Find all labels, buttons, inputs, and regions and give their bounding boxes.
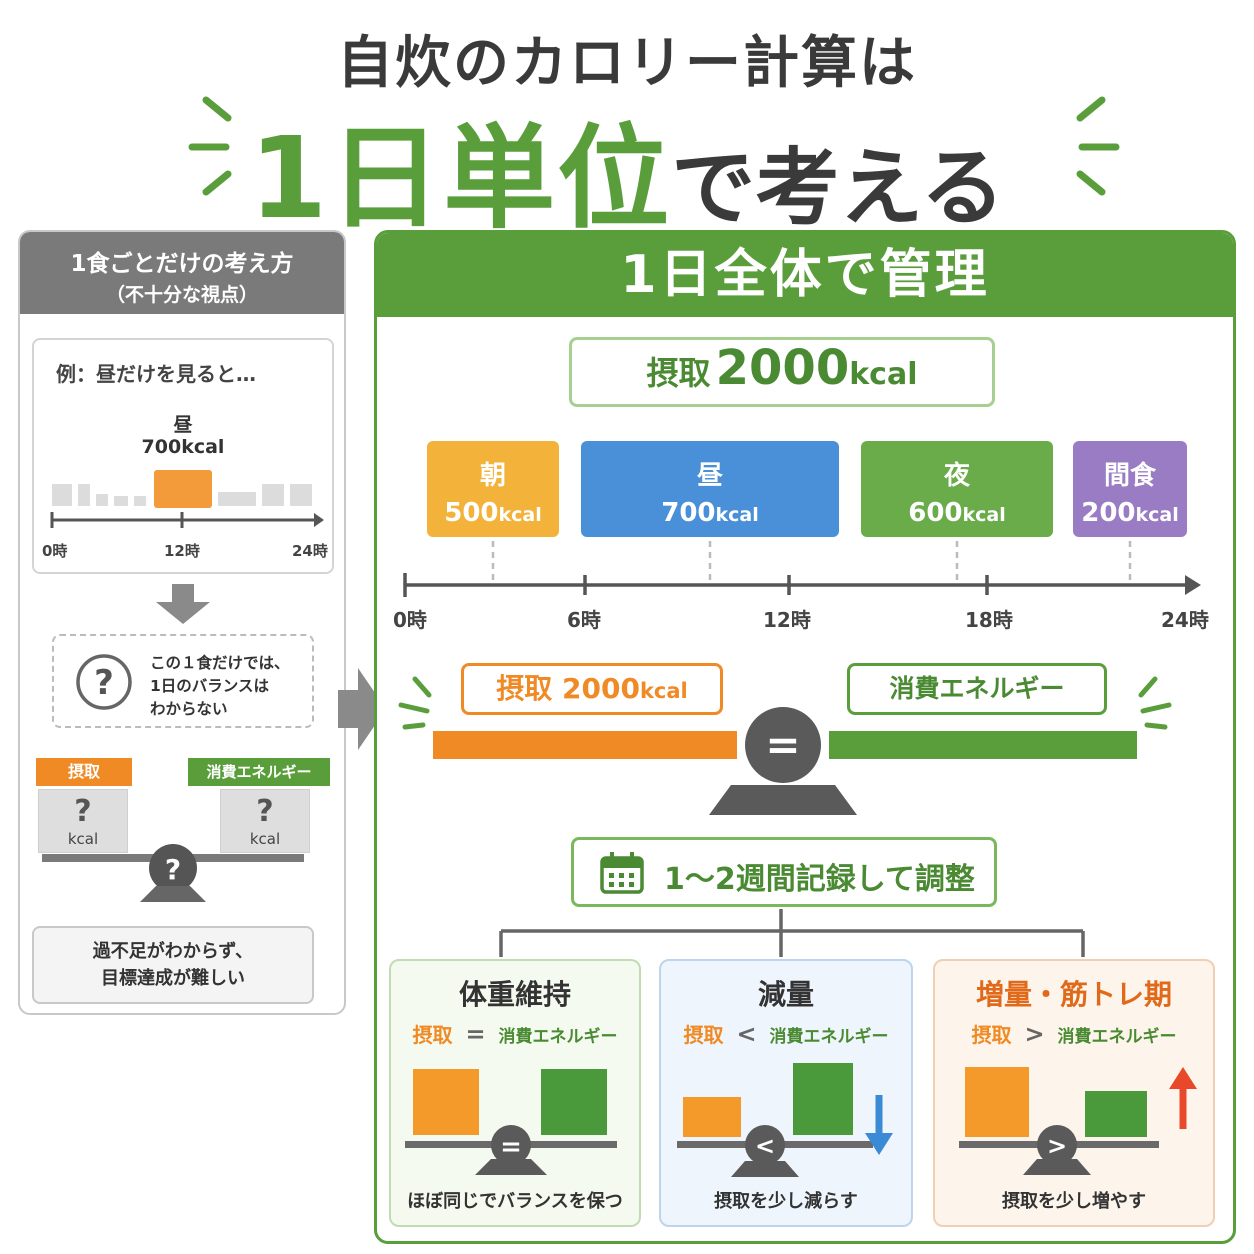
card-gain: 増量・筋トレ期 摂取 > 消費エネルギー > 摂取を少し増やす — [933, 959, 1215, 1227]
day-timeline: 0時 6時 12時 18時 24時 — [393, 541, 1209, 632]
daily-intake-box: 摂取 2000kcal — [569, 337, 995, 407]
card-maintain: 体重維持 摂取 = 消費エネルギー = ほぼ同じでバランスを保つ — [389, 959, 641, 1227]
meal-lunch: 昼 700kcal — [581, 441, 839, 537]
question-circle-icon: ? — [76, 654, 132, 710]
meal-breakfast: 朝 500kcal — [427, 441, 559, 537]
tl-18: 18時 — [965, 608, 1013, 632]
balance-scale: = — [433, 707, 1137, 815]
balance-expenditure-bar — [829, 731, 1137, 759]
title-rest: で考える — [671, 139, 1005, 237]
balance-sparkle-right-icon — [1138, 676, 1172, 730]
left-scale-icon: ? — [42, 844, 304, 902]
title-sparkle-right-icon — [1076, 96, 1120, 196]
left-header-line2: （不十分な視点） — [105, 284, 258, 306]
daily-intake-value: 2000 — [715, 340, 850, 396]
meal-snack: 間食 200kcal — [1073, 441, 1187, 537]
connector-lines — [499, 909, 1085, 957]
svg-text:<: < — [755, 1132, 775, 1160]
gain-scale-icon: > — [959, 1067, 1197, 1175]
svg-text:=: = — [765, 720, 800, 769]
question-box: ? この１食だけでは、 1日のバランスは わからない — [52, 634, 314, 728]
balance-intake-bar — [433, 731, 737, 759]
left-panel: 1食ごとだけの考え方 （不十分な視点） 例：昼だけを見ると… 昼 700kcal… — [18, 230, 346, 1015]
tl-0: 0時 — [393, 608, 427, 632]
lunch-bar — [154, 470, 212, 508]
down-blue-arrow-icon — [865, 1133, 893, 1155]
left-intake-tag: 摂取 — [36, 758, 132, 786]
example-lunch-label: 昼 — [173, 414, 193, 436]
tl-24: 24時 — [1161, 608, 1209, 632]
title-highlight: 1日単位 — [249, 114, 672, 244]
meal-dinner: 夜 600kcal — [861, 441, 1053, 537]
ex-axis-12: 12時 — [164, 542, 200, 560]
left-bottom-note: 過不足がわからず、 目標達成が難しい — [32, 926, 314, 1004]
question-text: この１食だけでは、 1日のバランスは わからない — [150, 654, 290, 718]
card-lose: 減量 摂取 < 消費エネルギー < 摂取を少し減らす — [659, 959, 913, 1227]
balance-expenditure-pill: 消費エネルギー — [847, 663, 1107, 715]
example-title: 例：昼だけを見ると… — [56, 362, 256, 386]
up-red-arrow-icon — [1169, 1067, 1197, 1089]
ex-axis-24: 24時 — [292, 542, 328, 560]
title-sparkle-left-icon — [188, 96, 232, 196]
tl-12: 12時 — [763, 608, 811, 632]
left-intake-unknown: ? kcal — [38, 789, 128, 853]
left-header-line1: 1食ごとだけの考え方 — [70, 251, 294, 277]
balance-intake-pill: 摂取 2000kcal — [461, 663, 723, 715]
svg-text:?: ? — [94, 663, 114, 703]
svg-text:=: = — [500, 1132, 522, 1162]
example-lunch-kcal: 700kcal — [141, 436, 225, 458]
daily-intake-unit: kcal — [849, 357, 918, 392]
left-panel-header: 1食ごとだけの考え方 （不十分な視点） — [20, 232, 344, 314]
record-adjust-text: 1〜2週間記録して調整 — [664, 862, 975, 897]
tl-6: 6時 — [567, 608, 601, 632]
example-timeline: 0時 12時 24時 — [42, 470, 328, 560]
left-expenditure-unknown: ? kcal — [220, 789, 310, 853]
record-adjust-box: 1〜2週間記録して調整 — [571, 837, 997, 907]
daily-intake-label: 摂取 — [646, 354, 711, 392]
example-box: 例：昼だけを見ると… 昼 700kcal 0時 12時 24時 — [32, 338, 334, 574]
equals-circle-icon — [745, 707, 821, 783]
main-title-line1: 自炊のカロリー計算は — [337, 31, 917, 96]
svg-text:?: ? — [165, 853, 181, 886]
ex-axis-0: 0時 — [42, 542, 67, 560]
maintain-scale-icon: = — [405, 1069, 617, 1175]
left-expenditure-tag: 消費エネルギー — [188, 758, 330, 786]
big-right-arrow-icon — [338, 668, 386, 750]
svg-text:>: > — [1047, 1132, 1067, 1160]
right-panel-header: 1日全体で管理 — [377, 233, 1233, 317]
down-arrow-icon — [156, 584, 210, 624]
calendar-icon — [600, 852, 644, 894]
main-title-line2: 1日単位で考える — [0, 88, 1254, 250]
right-panel: 1日全体で管理 摂取 2000kcal 朝 500kcal 昼 700kcal … — [374, 230, 1236, 1244]
lose-scale-icon: < — [677, 1063, 893, 1177]
balance-sparkle-left-icon — [398, 676, 432, 730]
